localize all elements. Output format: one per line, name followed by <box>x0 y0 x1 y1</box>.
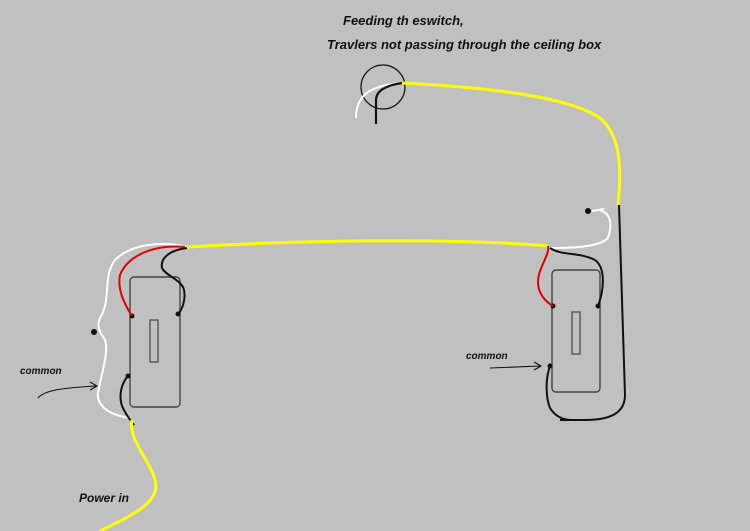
ceiling-white-wire <box>355 82 401 119</box>
black-traveler-right <box>549 247 604 307</box>
black-wire-right-vertical <box>560 204 627 421</box>
arrow-right-icon <box>89 381 99 391</box>
ceiling-box-icon <box>360 64 406 110</box>
black-traveler-left <box>160 247 188 315</box>
common-label-left: common <box>20 366 62 377</box>
terminal-dot-icon <box>585 208 591 214</box>
terminal-dot-icon <box>91 329 97 335</box>
right-switch-box <box>551 269 601 393</box>
left-switch-toggle <box>149 319 159 363</box>
red-wire-left <box>118 245 186 317</box>
white-wire-left <box>96 242 188 419</box>
right-switch-toggle <box>571 311 581 355</box>
ceiling-black-wire <box>374 81 403 124</box>
black-common-right <box>545 365 573 421</box>
yellow-wire-ceiling <box>401 81 622 206</box>
arrow-right-icon <box>37 385 97 399</box>
power-in-label: Power in <box>79 491 130 505</box>
arrow-right-icon <box>533 361 543 371</box>
left-switch-box <box>129 276 181 408</box>
yellow-power-in-wire <box>99 419 158 531</box>
red-wire-right <box>536 245 554 307</box>
white-wire-right <box>549 209 612 249</box>
white-wire-right-stub <box>591 208 605 212</box>
common-label-right: common <box>466 351 508 362</box>
yellow-traveler-wire <box>186 239 549 249</box>
title-line-1: Feeding th eswitch, <box>343 13 464 28</box>
arrow-right-icon <box>489 365 541 369</box>
title-line-2: Travlers not passing through the ceiling… <box>327 37 602 52</box>
